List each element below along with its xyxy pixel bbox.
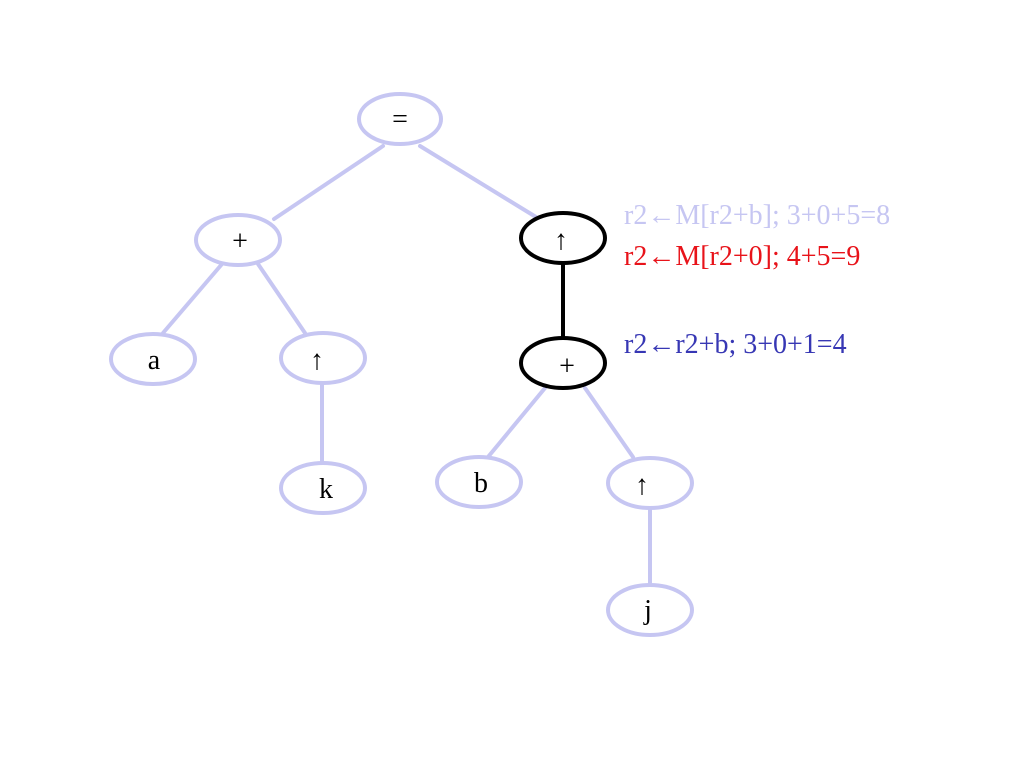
- node-left-plus: [194, 213, 282, 267]
- node-right-deref: [519, 211, 607, 265]
- edge-root-right-deref: [418, 144, 538, 219]
- node-right-plus-label: +: [559, 351, 575, 382]
- annotation-faded: r2←M[r2+b]; 3+0+5=8: [624, 200, 890, 231]
- node-a-label: a: [148, 345, 161, 376]
- edge-right-plus-inner-deref: [583, 386, 635, 459]
- edge-left-plus-a: [161, 262, 224, 335]
- node-left-deref-label: ↑: [310, 345, 324, 376]
- node-left-plus-label: +: [232, 226, 248, 257]
- node-j: [606, 583, 694, 637]
- node-right-deref-label: ↑: [554, 225, 568, 256]
- node-inner-deref-label: ↑: [635, 470, 649, 501]
- edge-root-left-plus: [272, 144, 385, 221]
- annotation-blue: r2←r2+b; 3+0+1=4: [624, 329, 847, 360]
- node-j-label: j: [643, 595, 652, 626]
- node-inner-deref: [606, 456, 694, 510]
- edge-left-plus-left-deref: [256, 262, 307, 335]
- node-b-label: b: [474, 468, 488, 499]
- node-left-deref: [279, 331, 367, 385]
- edge-right-plus-b: [486, 386, 547, 459]
- annotation-red: r2←M[r2+0]; 4+5=9: [624, 241, 860, 272]
- node-b: [435, 455, 523, 509]
- node-root-label: =: [392, 104, 408, 135]
- node-right-plus: [519, 336, 607, 390]
- node-a: [109, 332, 197, 386]
- node-root: [357, 92, 443, 146]
- node-k: [279, 461, 367, 515]
- node-k-label: k: [319, 474, 333, 505]
